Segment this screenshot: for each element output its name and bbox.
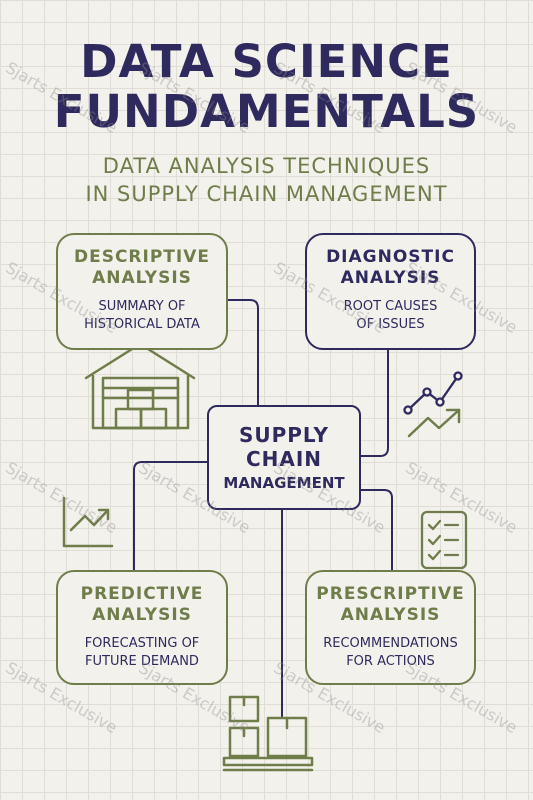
diagnostic-heading-2: ANALYSIS — [340, 268, 441, 288]
trend-up-arrow-icon — [407, 408, 461, 438]
predictive-heading-2: ANALYSIS — [92, 605, 192, 625]
checklist-icon — [420, 510, 468, 570]
predictive-desc-2: FUTURE DEMAND — [85, 654, 199, 669]
descriptive-heading-1: DESCRIPTIVE — [73, 247, 210, 267]
diagnostic-desc-1: ROOT CAUSES — [343, 299, 438, 314]
page-title-line-2: FUNDAMENTALS — [53, 85, 480, 138]
trend-chart-icon — [62, 496, 114, 548]
boxes-pallet-icon — [222, 695, 314, 772]
predictive-desc-1: FORECASTING OF — [84, 636, 200, 651]
descriptive-heading-2: ANALYSIS — [92, 268, 192, 288]
prescriptive-heading-2: ANALYSIS — [340, 605, 441, 625]
prescriptive-desc-2: FOR ACTIONS — [346, 654, 435, 669]
connector-prescriptive — [360, 489, 393, 571]
descriptive-desc-2: HISTORICAL DATA — [84, 317, 200, 332]
diagnostic-desc-2: OF ISSUES — [356, 317, 425, 332]
connector-diagnostic — [360, 347, 389, 457]
connector-descriptive — [227, 299, 259, 406]
center-label-3: MANAGEMENT — [223, 474, 345, 492]
center-label-1: SUPPLY — [238, 423, 330, 447]
subtitle-line-1: DATA ANALYSIS TECHNIQUES — [102, 154, 431, 178]
descriptive-desc-1: SUMMARY OF — [98, 299, 186, 314]
subtitle-line-2: IN SUPPLY CHAIN MANAGEMENT — [85, 182, 448, 206]
page-title-line-1: DATA SCIENCE — [80, 35, 453, 88]
center-label-2: CHAIN — [245, 447, 323, 471]
predictive-heading-1: PREDICTIVE — [80, 584, 204, 604]
connector-predictive — [133, 461, 208, 571]
diagnostic-heading-1: DIAGNOSTIC — [326, 247, 455, 267]
prescriptive-desc-1: RECOMMENDATIONS — [323, 636, 458, 651]
line-chart-icon — [403, 371, 463, 415]
warehouse-icon — [84, 342, 196, 430]
prescriptive-heading-1: PRESCRIPTIVE — [316, 584, 465, 604]
